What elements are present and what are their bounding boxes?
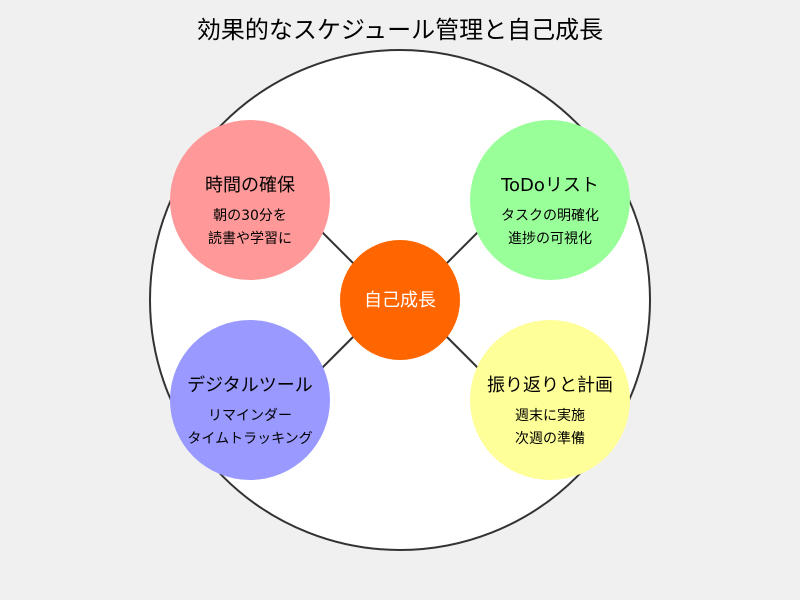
node-time-line-2: 読書や学習に [208, 230, 292, 247]
node-review-line-1: 週末に実施 [515, 408, 585, 424]
node-review: 振り返りと計画 週末に実施 次週の準備 [470, 320, 630, 480]
node-time-line-1: 朝の30分を [213, 208, 287, 224]
center-circle [340, 240, 460, 360]
node-todo-title: ToDoリスト [500, 175, 599, 196]
node-review-title: 振り返りと計画 [487, 375, 613, 396]
node-time-circle [170, 120, 330, 280]
node-time: 時間の確保 朝の30分を 読書や学習に [170, 120, 330, 280]
diagram-title: 効果的なスケジュール管理と自己成長 [197, 16, 603, 44]
node-digital-title: デジタルツール [187, 375, 313, 396]
center-label: 自己成長 [364, 290, 436, 311]
node-digital-circle [170, 320, 330, 480]
node-review-circle [470, 320, 630, 480]
node-digital-line-1: リマインダー [208, 408, 292, 424]
node-todo-line-1: タスクの明確化 [501, 208, 599, 224]
node-todo: ToDoリスト タスクの明確化 進捗の可視化 [470, 120, 630, 280]
center-node: 自己成長 [340, 240, 460, 360]
node-time-title: 時間の確保 [205, 175, 295, 196]
node-todo-line-2: 進捗の可視化 [508, 231, 592, 247]
node-digital-line-2: タイムトラッキング [187, 431, 312, 447]
node-digital: デジタルツール リマインダー タイムトラッキング [170, 320, 330, 480]
node-review-line-2: 次週の準備 [515, 431, 585, 447]
node-todo-circle [470, 120, 630, 280]
